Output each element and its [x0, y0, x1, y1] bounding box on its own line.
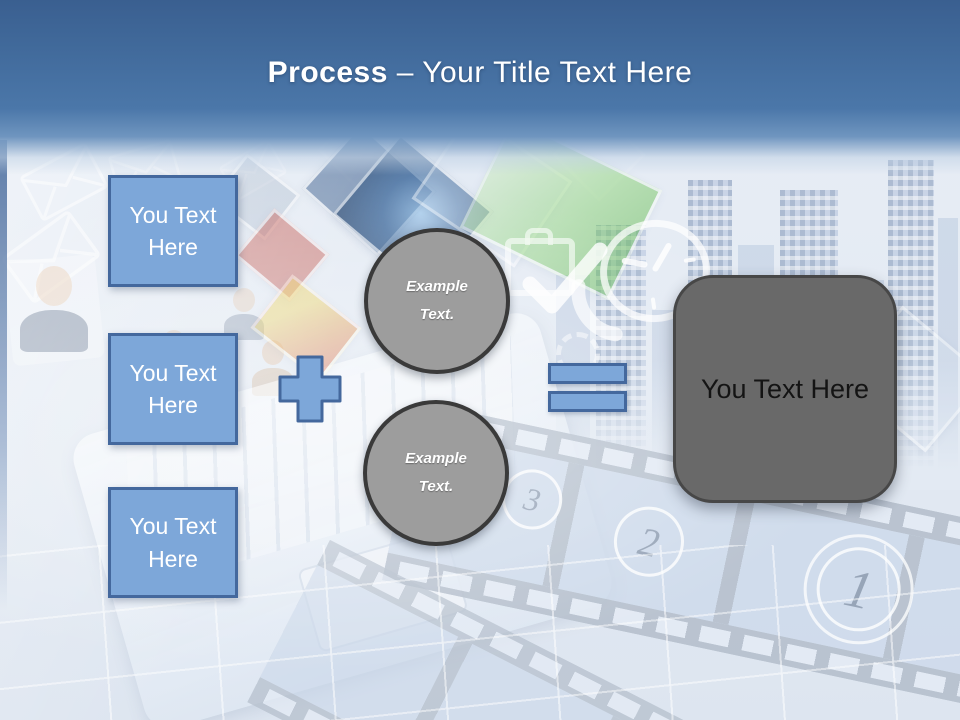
person-icon	[20, 266, 88, 352]
title-subtitle: – Your Title Text Here	[396, 56, 693, 89]
plus-icon[interactable]	[277, 354, 343, 429]
equals-icon[interactable]	[548, 363, 627, 412]
input-box-1[interactable]: You Text Here	[108, 175, 238, 287]
input-box-3-label: You Text Here	[129, 513, 217, 572]
input-box-2-label: You Text Here	[129, 359, 217, 418]
input-box-2[interactable]: You Text Here	[108, 333, 238, 445]
equals-bar-top	[548, 363, 627, 384]
result-box-label: You Text Here	[700, 373, 870, 404]
checkmark-icon	[520, 240, 608, 323]
input-box-3[interactable]: You Text Here	[108, 487, 238, 598]
example-circle-1[interactable]: Example Text.	[364, 228, 510, 374]
phone-icon	[559, 275, 632, 348]
example-circle-2-label: Example Text.	[405, 450, 467, 495]
result-box[interactable]: You Text Here	[673, 275, 897, 503]
photo-left-edge	[0, 140, 7, 610]
example-circle-1-label: Example Text.	[406, 278, 468, 323]
equals-bar-bottom	[548, 391, 627, 412]
title-banner	[0, 0, 960, 175]
title-keyword: Process	[267, 56, 388, 89]
example-circle-2[interactable]: Example Text.	[363, 400, 509, 546]
input-box-1-label: You Text Here	[129, 201, 217, 260]
slide-title[interactable]: Process – Your Title Text Here	[0, 56, 960, 90]
